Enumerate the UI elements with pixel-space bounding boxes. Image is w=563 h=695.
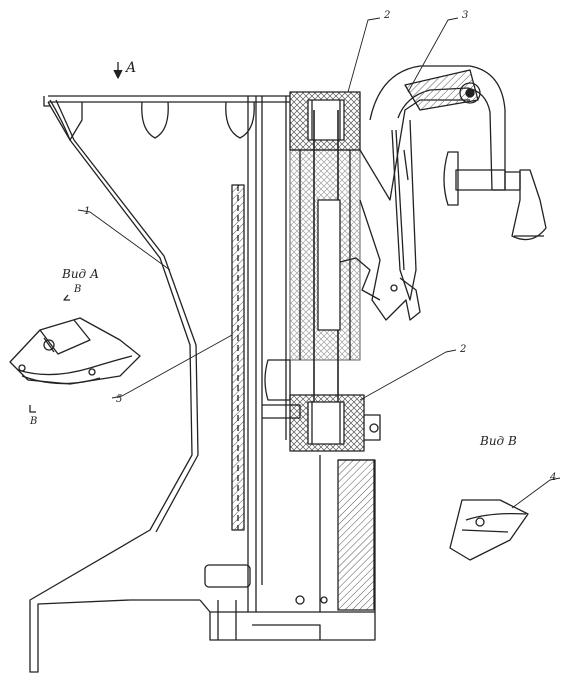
view-a-detail [9,294,141,413]
arrow-a-label: A [124,60,136,76]
view-b-detail [449,499,529,561]
part-2-mid-label: 2 [459,344,466,355]
cut-b-bottom-label: B [29,416,37,427]
part-3-label: 3 [462,10,468,21]
part-5-label: 5 [116,394,122,405]
base-plate [199,564,376,641]
upper-bushing [289,91,361,151]
pedestal [319,455,376,612]
vertical-strip-part-5 [231,184,245,531]
cut-b-top-label: B [73,284,81,295]
view-b-label: Вид В [479,434,517,448]
casing-body [29,95,290,673]
part-4-label: 4 [549,472,556,483]
leader-lines [77,17,561,509]
part-1-label: 1 [84,206,90,217]
lever-mechanism [339,65,547,321]
side-window [262,359,301,419]
lower-bushing [289,394,381,452]
inner-wall [247,96,287,612]
view-a-label: Вид А [61,267,99,281]
view-a-arrow [113,62,123,79]
part-2-top-label: 2 [383,10,390,21]
central-shaft [289,110,361,440]
